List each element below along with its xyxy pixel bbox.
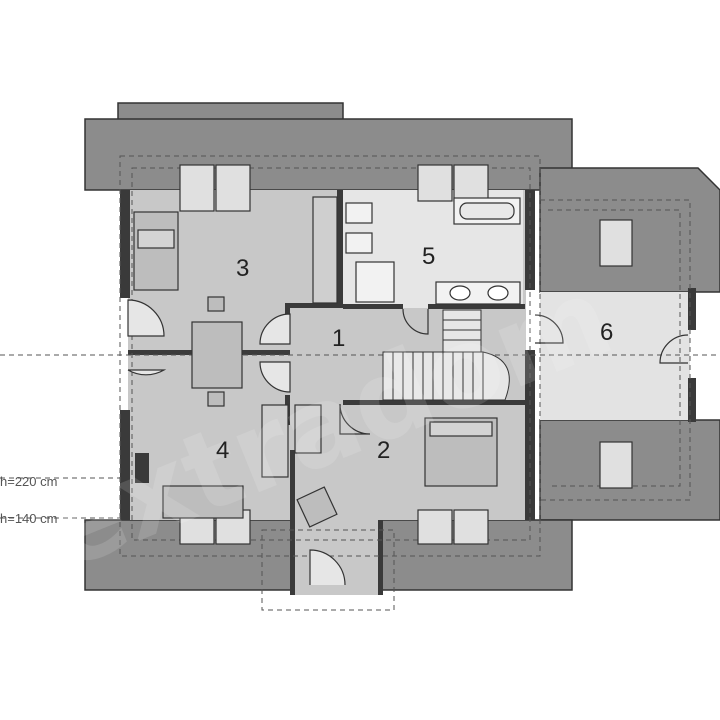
skylight-5b (453, 164, 489, 202)
ceiling-lines (0, 155, 720, 611)
wardrobe-4b (294, 404, 322, 454)
wall-bay-right (378, 520, 383, 595)
stair-turn (482, 351, 510, 401)
wall-room6-right-b (688, 378, 696, 422)
wall-hall-top (290, 303, 338, 308)
room6-dash (540, 199, 691, 501)
wall-left-upper (120, 190, 130, 298)
door-arc-bath (402, 308, 429, 335)
wall-bay-left (290, 450, 295, 595)
room-number-2: 2 (377, 437, 390, 464)
room-number-6: 6 (600, 319, 613, 346)
desk (191, 321, 243, 389)
wall-room6-right-a (688, 288, 696, 330)
door-arc-left-bottom (127, 369, 167, 376)
bidet (345, 232, 373, 254)
skylight-2b (453, 509, 489, 545)
armchair (296, 486, 338, 528)
wall-room2-top (343, 400, 525, 405)
room-number-4: 4 (216, 437, 229, 464)
door-arc-room4 (259, 361, 291, 393)
door-arc-room6-right (659, 334, 689, 364)
height-label-220: h=220 cm (0, 474, 57, 489)
wall-bath-bottom (343, 304, 403, 309)
toilet (345, 202, 373, 224)
furniture (133, 196, 521, 528)
door-arc-bay (309, 549, 346, 586)
room6-dash-2 (548, 209, 681, 487)
door-arc-room2 (339, 403, 371, 435)
wall-stub (135, 453, 149, 483)
h140-outline (131, 167, 531, 541)
height-label-140: h=140 cm (0, 511, 57, 526)
chair-bottom (207, 391, 225, 407)
wall-right-lower (525, 350, 535, 520)
door-arc-room3 (259, 313, 291, 345)
wall-left-lower (120, 410, 130, 520)
door-arc-left-top (127, 299, 165, 337)
skylight-3a (179, 164, 215, 212)
wall-bath-bottom-b (428, 304, 525, 309)
roof-top-left (84, 118, 573, 191)
wall-partition-3-5 (337, 190, 343, 308)
chair-top (207, 296, 225, 312)
staircase (382, 309, 510, 401)
sofa-room-4 (162, 485, 244, 519)
skylight-3b (215, 164, 251, 212)
shower (355, 261, 395, 303)
sink-b (487, 285, 509, 301)
bed-room-3 (133, 211, 179, 291)
bathtub-inner (459, 202, 515, 220)
stair-upper (442, 309, 482, 353)
sink-a (449, 285, 471, 301)
doors (127, 299, 689, 586)
skylight-6a (599, 219, 633, 267)
skylight-5a (417, 164, 453, 202)
room-number-5: 5 (422, 243, 435, 270)
door-arc-room6 (534, 314, 564, 344)
bay-dash (261, 529, 395, 611)
room-number-3: 3 (236, 255, 249, 282)
skylight-2a (417, 509, 453, 545)
skylight-6b (599, 441, 633, 489)
wardrobe-4a (261, 404, 289, 478)
wardrobe-3 (312, 196, 338, 304)
floor-room-6 (540, 292, 690, 420)
room-number-1: 1 (332, 325, 345, 352)
bed-pillow-2 (429, 421, 493, 437)
bed-pillow-3 (137, 229, 175, 249)
